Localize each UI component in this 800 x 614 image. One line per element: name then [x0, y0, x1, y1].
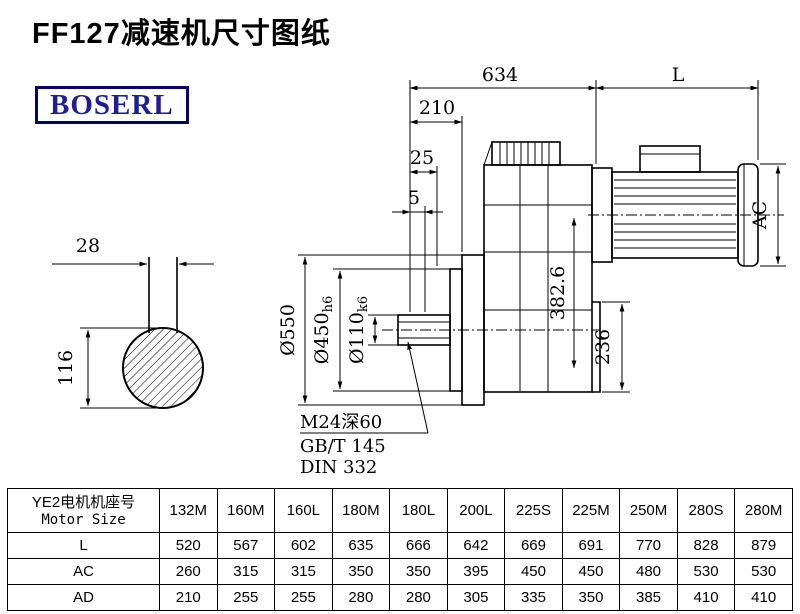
cell: 879 [734, 532, 793, 559]
cell: 666 [389, 532, 448, 559]
motor-size-header-cn: YE2电机机座号 [31, 493, 136, 511]
table-row-L: L 520 567 602 635 666 642 669 691 770 82… [7, 532, 793, 559]
col-header: 280M [734, 488, 793, 533]
dim-key-width: 28 [76, 235, 100, 257]
motor [591, 145, 759, 267]
note-tap-hole: M24深60 [300, 412, 382, 433]
cell: 280 [331, 584, 391, 611]
col-header: 250M [619, 488, 678, 533]
shaft-section-circle [122, 327, 204, 409]
col-header: 280S [676, 488, 736, 533]
brand-logo: BOSERL [35, 86, 189, 124]
dim-shaft-height: 116 [55, 350, 77, 386]
cell: 255 [216, 584, 276, 611]
cell: 770 [619, 532, 678, 559]
brand-logo-text: BOSERL [50, 89, 174, 121]
motor-size-header: YE2电机机座号 Motor Size [7, 488, 160, 533]
dim-spigot-dia: Ø450h6 [311, 296, 336, 365]
dimension-drawing: 28 116 [52, 64, 786, 478]
col-header: 180L [389, 488, 448, 533]
cell: 210 [159, 584, 218, 611]
cell: 530 [734, 558, 793, 585]
dim-382: 382.6 [547, 266, 569, 320]
cell: 315 [216, 558, 276, 585]
cell: 305 [446, 584, 506, 611]
dim-motor-ac: AC [749, 201, 771, 230]
cell: 480 [619, 558, 678, 585]
housing [483, 141, 601, 393]
cell: 642 [446, 532, 506, 559]
cell: 450 [504, 558, 563, 585]
table-row-AD: AD 210 255 255 280 280 305 335 350 385 4… [7, 584, 793, 611]
row-label: L [7, 532, 160, 559]
col-header: 225S [504, 488, 563, 533]
cell: 280 [389, 584, 448, 611]
motor-dimension-table: YE2电机机座号 Motor Size 132M 160M 160L 180M … [7, 488, 793, 611]
dim-flange-od: Ø550 [277, 304, 299, 356]
cell: 410 [734, 584, 793, 611]
col-header: 132M [159, 488, 218, 533]
dim-25: 25 [410, 147, 434, 169]
cell: 567 [216, 532, 276, 559]
col-header: 180M [331, 488, 391, 533]
cell: 530 [676, 558, 736, 585]
page-title: FF127减速机尺寸图纸 [32, 18, 331, 50]
cell: 315 [274, 558, 333, 585]
cell: 828 [676, 532, 736, 559]
dim-634: 634 [482, 64, 518, 86]
note-standard-din: DIN 332 [300, 457, 377, 478]
dim-motor-length: L [672, 64, 685, 86]
dim-5: 5 [408, 187, 420, 209]
gear-unit-side-view [382, 141, 784, 406]
dim-shaft-dia: Ø110k6 [346, 296, 371, 364]
cell: 335 [504, 584, 563, 611]
cell: 350 [331, 558, 391, 585]
cell: 410 [676, 584, 736, 611]
centerlines [382, 214, 784, 331]
motor-fins [614, 179, 736, 249]
cell: 395 [446, 558, 506, 585]
cell: 602 [274, 532, 333, 559]
col-header: 225M [561, 488, 621, 533]
motor-size-header-en: Motor Size [41, 511, 126, 528]
table-header-row: YE2电机机座号 Motor Size 132M 160M 160L 180M … [7, 488, 793, 533]
col-header: 160L [274, 488, 333, 533]
cell: 520 [159, 532, 218, 559]
fan-cowl [737, 163, 759, 267]
cell: 260 [159, 558, 218, 585]
note-standard-gbt: GB/T 145 [300, 436, 386, 457]
cell: 350 [389, 558, 448, 585]
dim-236: 236 [592, 329, 614, 365]
table-row-AC: AC 260 315 315 350 350 395 450 450 480 5… [7, 558, 793, 585]
cell: 635 [331, 532, 391, 559]
col-header: 200L [446, 488, 506, 533]
dimensions: 634 L 210 25 5 AC Ø550 [277, 64, 786, 406]
notes: M24深60 GB/T 145 DIN 332 [300, 341, 429, 478]
shaft-end-view: 28 116 [52, 235, 214, 409]
cell: 385 [619, 584, 678, 611]
cell: 350 [561, 584, 621, 611]
terminal-box [639, 145, 701, 173]
row-label: AD [7, 584, 160, 611]
col-header: 160M [216, 488, 276, 533]
cell: 669 [504, 532, 563, 559]
cell: 691 [561, 532, 621, 559]
cell: 450 [561, 558, 621, 585]
cell: 255 [274, 584, 333, 611]
row-label: AC [7, 558, 160, 585]
dim-210: 210 [419, 97, 455, 119]
housing-ribs [499, 142, 550, 165]
